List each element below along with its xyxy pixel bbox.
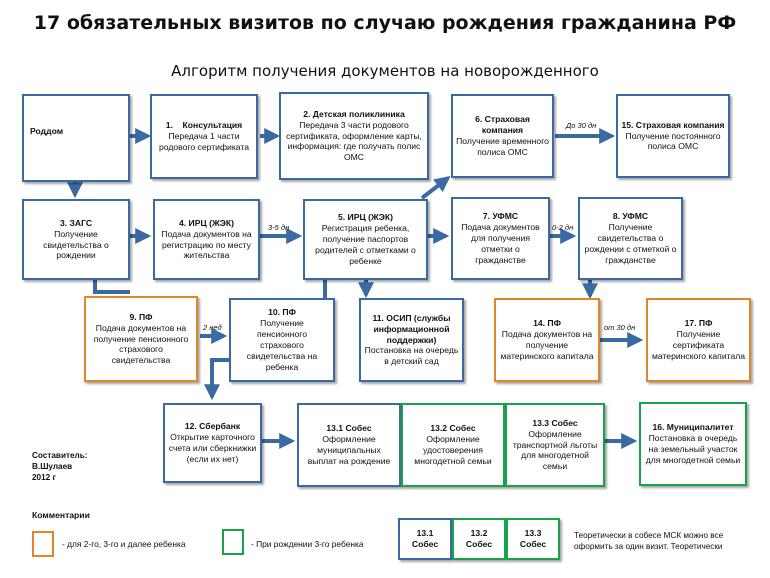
- box-13-3-sobes: 13.3 Собес Оформление транспортной льгот…: [505, 403, 605, 487]
- box-5-title: 5. ИРЦ (ЖЭК): [338, 212, 393, 223]
- box-4-body: Подача документов на регистрацию по мест…: [161, 228, 252, 261]
- box-11-osip: 11. ОСИП (службы информационной поддержк…: [359, 298, 464, 382]
- box-6-insurance: 6. Страховая компания Получение временно…: [451, 94, 554, 178]
- box-13-3-title: 13.3 Собес: [532, 417, 578, 428]
- box-16-title: 16. Муниципалитет: [652, 422, 734, 433]
- author-block: Составитель: В.Шулаев 2012 г: [32, 450, 88, 483]
- label-9-10: 2 нед: [203, 323, 222, 332]
- box-17-title: 17. ПФ: [684, 318, 713, 329]
- label-6-15: До 30 дн: [566, 121, 597, 130]
- legend-box-13-2: 13.2 Собес: [452, 518, 506, 560]
- box-roddom-title: Роддом: [30, 126, 64, 136]
- author-line-2: В.Шулаев: [32, 462, 73, 472]
- box-7-ufms: 7. УФМС Подача документов для получения …: [451, 197, 550, 280]
- legend-box-13-1-title: 13.1: [416, 528, 434, 539]
- box-14-pf: 14. ПФ Подача документов на получение ма…: [494, 298, 600, 382]
- box-3-title: 3. ЗАГС: [59, 217, 93, 228]
- box-15-insurance: 15. Страховая компания Получение постоян…: [616, 94, 730, 178]
- arrow-3-9: [93, 280, 130, 294]
- box-11-title: 11. ОСИП (службы информационной поддержк…: [372, 312, 451, 345]
- box-5-body: Регистрация ребенка, получение паспортов…: [315, 223, 416, 266]
- box-13-1-body: Оформление муниципальных выплат на рожде…: [307, 434, 391, 466]
- box-6-body: Получение временного полиса ОМС: [456, 136, 549, 157]
- legend-box-13-3-title: 13.3: [524, 528, 542, 539]
- legend-box-13-1-body: Собес: [411, 539, 439, 549]
- box-7-body: Подача документов для получения отметки …: [461, 222, 540, 265]
- box-2-body: Передача 3 части родового сертификата, о…: [286, 119, 422, 163]
- box-7-title: 7. УФМС: [482, 211, 519, 222]
- box-roddom: Роддом: [22, 94, 130, 182]
- legend-box-13-2-body: Собес: [465, 539, 493, 549]
- legend-green-square: [222, 529, 244, 555]
- box-14-body: Подача документов на получение материнск…: [500, 329, 594, 361]
- box-12-title: 12. Сбербанк: [184, 421, 241, 432]
- box-15-body: Получение постоянного полиса ОМС: [625, 130, 721, 152]
- box-17-body: Получение сертификата материнского капит…: [651, 329, 746, 361]
- box-1-title: 1. Консультация: [165, 120, 243, 131]
- author-line-3: 2012 г: [32, 473, 56, 483]
- box-4-irc: 4. ИРЦ (ЖЭК) Подача документов на регист…: [153, 199, 260, 280]
- box-10-pf: 10. ПФ Получение пенсионного страхового …: [229, 298, 335, 382]
- box-2-title: 2. Детская поликлиника: [303, 108, 405, 119]
- box-12-body: Открытие карточного счета или сберкнижки…: [168, 432, 257, 464]
- comments-title: Комментарии: [32, 510, 90, 520]
- box-4-title: 4. ИРЦ (ЖЭК): [179, 217, 234, 228]
- legend-box-13-3: 13.3 Собес: [506, 518, 560, 560]
- legend-orange-square: [32, 531, 54, 557]
- box-6-title: 6. Страховая компания: [475, 114, 530, 136]
- note-text: Теоретически в собесе МСК можно все офор…: [574, 531, 724, 551]
- box-13-1-sobes: 13.1 Собес Оформление муниципальных выпл…: [297, 403, 401, 487]
- label-4-5: 3-5 дн: [268, 223, 290, 232]
- legend-box-13-2-title: 13.2: [470, 528, 488, 539]
- box-5-irc: 5. ИРЦ (ЖЭК) Регистрация ребенка, получе…: [303, 199, 428, 280]
- box-8-ufms: 8. УФМС Получение свидетельства о рожден…: [578, 197, 683, 280]
- box-13-1-title: 13.1 Собес: [326, 423, 372, 434]
- author-line-1: Составитель:: [32, 451, 88, 460]
- arrow-5-6: [420, 176, 451, 200]
- legend-green-text: - При рождении 3-го ребенка: [251, 539, 364, 549]
- legend-box-13-1: 13.1 Собес: [398, 518, 452, 560]
- box-12-sberbank: 12. Сбербанк Открытие карточного счета и…: [163, 403, 262, 483]
- box-13-3-body: Оформление транспортной льготы для много…: [512, 428, 598, 472]
- box-1-body: Передача 1 части родового сертификата: [159, 131, 249, 152]
- legend-box-13-3-body: Собес: [519, 539, 547, 549]
- box-10-title: 10. ПФ: [268, 307, 296, 318]
- box-9-body: Подача документов на получение пенсионно…: [93, 322, 189, 366]
- box-14-title: 14. ПФ: [533, 318, 561, 329]
- box-8-title: 8. УФМС: [612, 211, 649, 222]
- box-2-polyclinic: 2. Детская поликлиника Передача 3 части …: [279, 92, 429, 180]
- box-9-pf: 9. ПФ Подача документов на получение пен…: [84, 296, 198, 382]
- label-14-17: от 30 дн: [604, 323, 636, 332]
- box-16-body: Постановка в очередь на земельный участо…: [645, 433, 741, 465]
- box-3-zags: 3. ЗАГС Получение свидетельства о рожден…: [22, 199, 130, 280]
- box-13-2-title: 13.2 Собес: [430, 423, 476, 434]
- box-10-body: Получение пенсионного страхового свидете…: [246, 318, 318, 372]
- box-8-body: Получение свидетельства о рождении с отм…: [584, 222, 677, 265]
- box-13-2-body: Оформление удостоверения многодетной сем…: [414, 434, 492, 466]
- box-16-municipality: 16. Муниципалитет Постановка в очередь н…: [639, 402, 747, 486]
- page-title: 17 обязательных визитов по случаю рожден…: [33, 12, 737, 34]
- box-17-pf: 17. ПФ Получение сертификата материнског…: [646, 298, 751, 382]
- box-13-2-sobes: 13.2 Собес Оформление удостоверения мног…: [401, 403, 505, 487]
- legend-orange-text: - для 2-го, 3-го и далее ребенка: [62, 539, 186, 549]
- box-1-consultation: 1. Консультация Передача 1 части родовог…: [150, 94, 258, 179]
- box-9-title: 9. ПФ: [129, 311, 153, 322]
- box-15-title: 15. Страховая компания: [621, 119, 725, 130]
- label-7-8: 0-2 дн: [552, 223, 574, 232]
- page-subtitle: Алгоритм получения документов на новорож…: [171, 62, 599, 80]
- box-3-body: Получение свидетельства о рождении: [43, 228, 109, 261]
- box-11-body: Постановка на очередь в детский сад: [364, 345, 459, 367]
